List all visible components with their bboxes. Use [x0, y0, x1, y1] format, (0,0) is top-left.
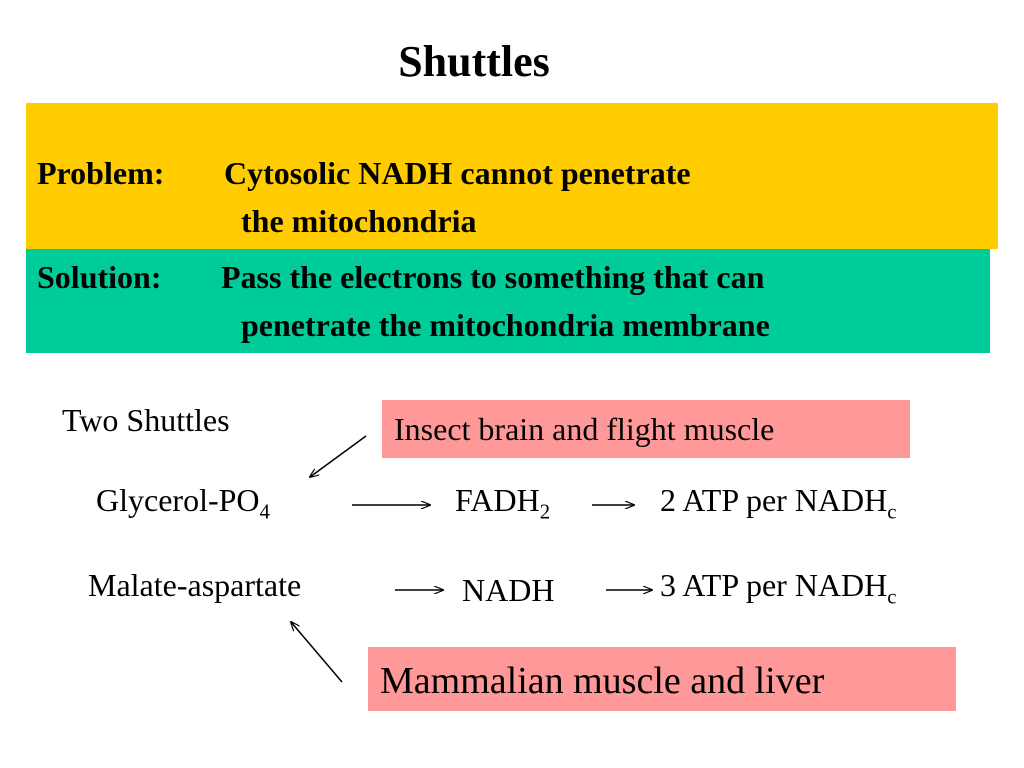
insect-label-box: Insect brain and flight muscle: [382, 400, 910, 458]
slide-title: Shuttles: [398, 37, 550, 86]
row2-atp-yield: 3 ATP per NADHc: [660, 567, 897, 609]
glycerol-phosphate-shuttle: Glycerol-PO4: [96, 482, 270, 524]
row1-atp-yield: 2 ATP per NADHc: [660, 482, 897, 524]
solution-label: Solution:: [37, 259, 162, 295]
problem-line-2: the mitochondria: [241, 203, 477, 239]
fadh2-carrier: FADH2: [455, 482, 551, 524]
nadh-carrier: NADH: [462, 572, 555, 608]
solution-line-2: penetrate the mitochondria membrane: [241, 307, 770, 343]
mammal-label-box: Mammalian muscle and liver: [368, 647, 956, 711]
problem-line-1: Cytosolic NADH cannot penetrate: [224, 155, 691, 191]
solution-line-1: Pass the electrons to something that can: [221, 259, 765, 295]
problem-box: Problem: Cytosolic NADH cannot penetrate…: [26, 103, 998, 249]
insect-label: Insect brain and flight muscle: [394, 411, 775, 447]
malate-aspartate-shuttle: Malate-aspartate: [88, 567, 302, 603]
mammal-label: Mammalian muscle and liver: [380, 660, 825, 702]
two-shuttles-label: Two Shuttles: [62, 402, 230, 438]
solution-box: Solution: Pass the electrons to somethin…: [26, 249, 990, 353]
arrow-mammal-to-malate: [291, 622, 343, 683]
problem-label: Problem:: [37, 155, 165, 191]
arrow-insect-to-glycerol: [310, 435, 367, 477]
